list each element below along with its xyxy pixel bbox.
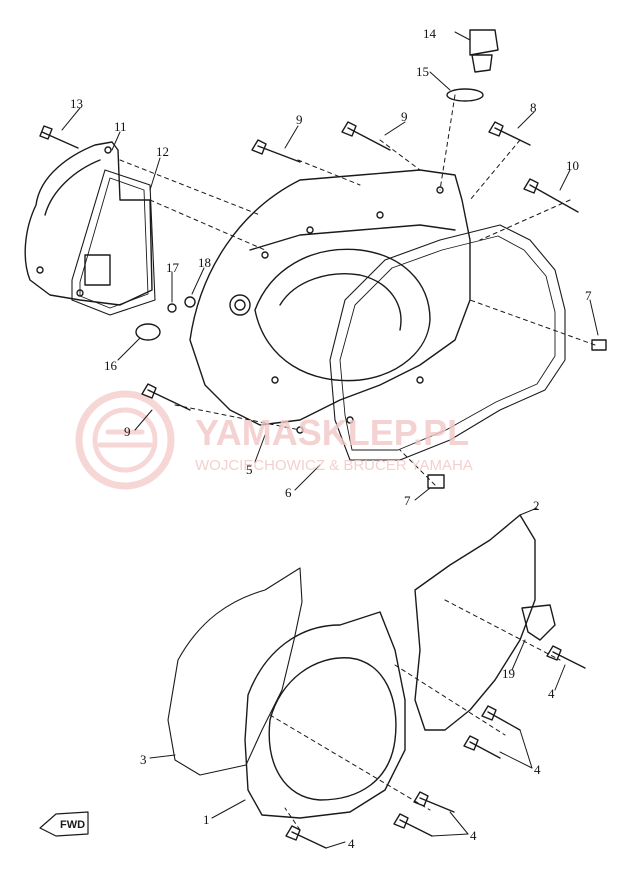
callout-10: 10 bbox=[566, 158, 579, 173]
callout-9-mid: 9 bbox=[401, 109, 408, 124]
bolt-9-left bbox=[251, 139, 301, 163]
callout-17: 17 bbox=[166, 260, 180, 275]
bolt-8 bbox=[488, 121, 531, 146]
bolt-4-a bbox=[546, 645, 586, 669]
callout-4-d: 4 bbox=[348, 836, 355, 851]
callout-16: 16 bbox=[104, 358, 118, 373]
part-5-crankcase bbox=[189, 169, 471, 426]
callout-3: 3 bbox=[140, 752, 147, 767]
part-12-gasket bbox=[71, 169, 156, 316]
bolt-4-d bbox=[413, 791, 455, 813]
callout-5: 5 bbox=[246, 462, 253, 477]
fwd-arrow bbox=[39, 811, 89, 837]
callout-18: 18 bbox=[198, 255, 211, 270]
part-1-cover bbox=[244, 611, 406, 819]
dowel-7-right bbox=[591, 339, 607, 351]
callout-4-a: 4 bbox=[548, 686, 555, 701]
callout-6: 6 bbox=[285, 485, 292, 500]
callout-7-right: 7 bbox=[585, 288, 592, 303]
callout-7-lower: 7 bbox=[404, 493, 411, 508]
part-17-bolt bbox=[167, 303, 177, 313]
part-2-cover bbox=[414, 514, 536, 731]
bolt-4-c bbox=[463, 735, 501, 759]
watermark-tagline: WOJCIECHOWICZ & BRUCER YAMAHA bbox=[195, 457, 473, 474]
part-3-gasket bbox=[167, 567, 303, 776]
callout-4-b: 4 bbox=[534, 762, 541, 777]
callout-9-lower: 9 bbox=[124, 424, 131, 439]
callout-4-c: 4 bbox=[470, 828, 477, 843]
part-19-clip bbox=[521, 604, 556, 641]
bolt-9-mid bbox=[341, 121, 391, 151]
part-6-gasket bbox=[329, 224, 566, 461]
callout-13: 13 bbox=[70, 96, 83, 111]
o-ring-15 bbox=[446, 88, 484, 102]
bolt-10 bbox=[523, 178, 579, 213]
bolt-9-lower bbox=[141, 383, 191, 411]
callout-19: 19 bbox=[502, 666, 515, 681]
bolt-4-e bbox=[393, 813, 433, 837]
fwd-label: FWD bbox=[60, 819, 85, 831]
oil-plug-14 bbox=[469, 29, 499, 73]
callout-2: 2 bbox=[533, 498, 540, 513]
watermark bbox=[75, 390, 175, 490]
callout-8: 8 bbox=[530, 100, 537, 115]
part-16-cap bbox=[135, 323, 161, 341]
bolt-13 bbox=[39, 125, 79, 149]
callout-1: 1 bbox=[203, 812, 210, 827]
part-18-washer bbox=[184, 296, 196, 308]
callout-15: 15 bbox=[416, 64, 429, 79]
bolt-4-b bbox=[481, 705, 521, 731]
dowel-7-lower bbox=[427, 474, 445, 489]
callout-9-left: 9 bbox=[296, 112, 303, 127]
callout-14: 14 bbox=[423, 26, 437, 41]
bolt-4-f bbox=[285, 825, 327, 849]
watermark-brand: YAMASKLEP.PL bbox=[195, 412, 469, 453]
callout-11: 11 bbox=[114, 119, 127, 134]
callout-12: 12 bbox=[156, 144, 169, 159]
